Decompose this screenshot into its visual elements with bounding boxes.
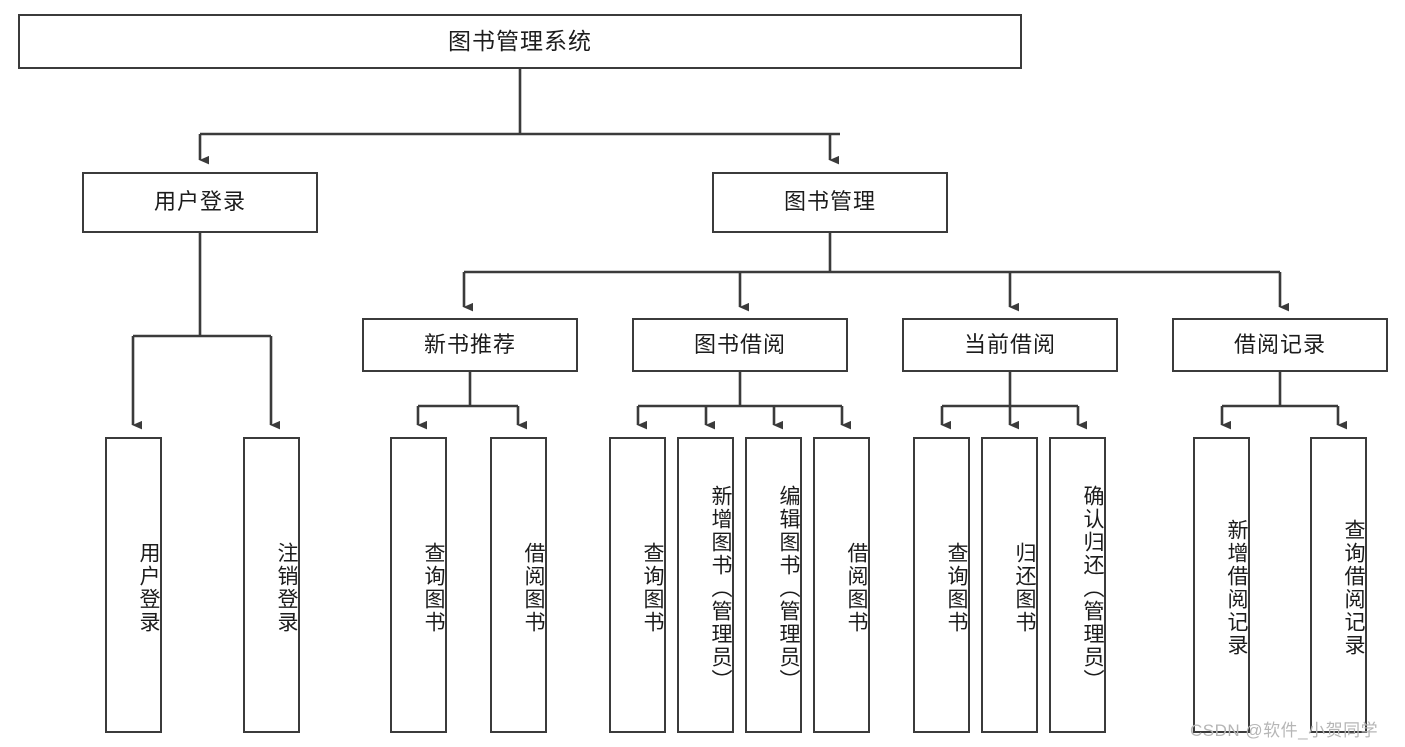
node-label: 图书管理 bbox=[783, 189, 876, 215]
node-label: 用户登录 bbox=[153, 189, 246, 215]
leaf-book-borrow-query[interactable]: 查询图书 bbox=[609, 437, 666, 733]
leaf-current-borrow-confirm[interactable]: 确认归还（管理员） bbox=[1049, 437, 1106, 733]
node-label: 图书管理系统 bbox=[448, 27, 592, 54]
node-label: 注销登录 bbox=[275, 542, 298, 634]
leaf-new-book-borrow[interactable]: 借阅图书 bbox=[490, 437, 547, 733]
node-user-login[interactable]: 用户登录 bbox=[82, 172, 318, 233]
node-label: 图书借阅 bbox=[693, 331, 786, 357]
node-label: 查询借阅记录 bbox=[1342, 519, 1365, 657]
watermark-credit: CSDN @软件_小贺同学 bbox=[1190, 721, 1379, 740]
node-label: 编辑图书（管理员） bbox=[777, 484, 800, 692]
leaf-book-borrow-borrow[interactable]: 借阅图书 bbox=[813, 437, 870, 733]
node-label: 当前借阅 bbox=[963, 331, 1056, 357]
leaf-user-login-logout[interactable]: 注销登录 bbox=[243, 437, 300, 733]
leaf-user-login-login[interactable]: 用户登录 bbox=[105, 437, 162, 733]
node-root-system[interactable]: 图书管理系统 bbox=[18, 14, 1022, 69]
node-new-book-recommend[interactable]: 新书推荐 bbox=[362, 318, 578, 372]
node-label: 用户登录 bbox=[137, 542, 160, 634]
node-label: 查询图书 bbox=[422, 542, 445, 634]
node-label: 查询图书 bbox=[641, 542, 664, 634]
node-label: 借阅图书 bbox=[522, 542, 545, 634]
node-label: 新书推荐 bbox=[423, 331, 516, 357]
node-label: 确认归还（管理员） bbox=[1081, 484, 1104, 692]
leaf-borrow-record-add[interactable]: 新增借阅记录 bbox=[1193, 437, 1250, 733]
node-book-borrow[interactable]: 图书借阅 bbox=[632, 318, 848, 372]
node-label: 归还图书 bbox=[1013, 542, 1036, 634]
leaf-current-borrow-return[interactable]: 归还图书 bbox=[981, 437, 1038, 733]
leaf-current-borrow-query[interactable]: 查询图书 bbox=[913, 437, 970, 733]
node-label: 借阅图书 bbox=[845, 542, 868, 634]
node-borrow-record[interactable]: 借阅记录 bbox=[1172, 318, 1388, 372]
node-book-management[interactable]: 图书管理 bbox=[712, 172, 948, 233]
node-label: 新增图书（管理员） bbox=[709, 484, 732, 692]
leaf-new-book-query[interactable]: 查询图书 bbox=[390, 437, 447, 733]
node-label: 新增借阅记录 bbox=[1225, 519, 1248, 657]
leaf-book-borrow-edit[interactable]: 编辑图书（管理员） bbox=[745, 437, 802, 733]
node-label: 借阅记录 bbox=[1233, 331, 1326, 357]
leaf-borrow-record-query[interactable]: 查询借阅记录 bbox=[1310, 437, 1367, 733]
node-label: 查询图书 bbox=[945, 542, 968, 634]
leaf-book-borrow-add[interactable]: 新增图书（管理员） bbox=[677, 437, 734, 733]
node-current-borrow[interactable]: 当前借阅 bbox=[902, 318, 1118, 372]
